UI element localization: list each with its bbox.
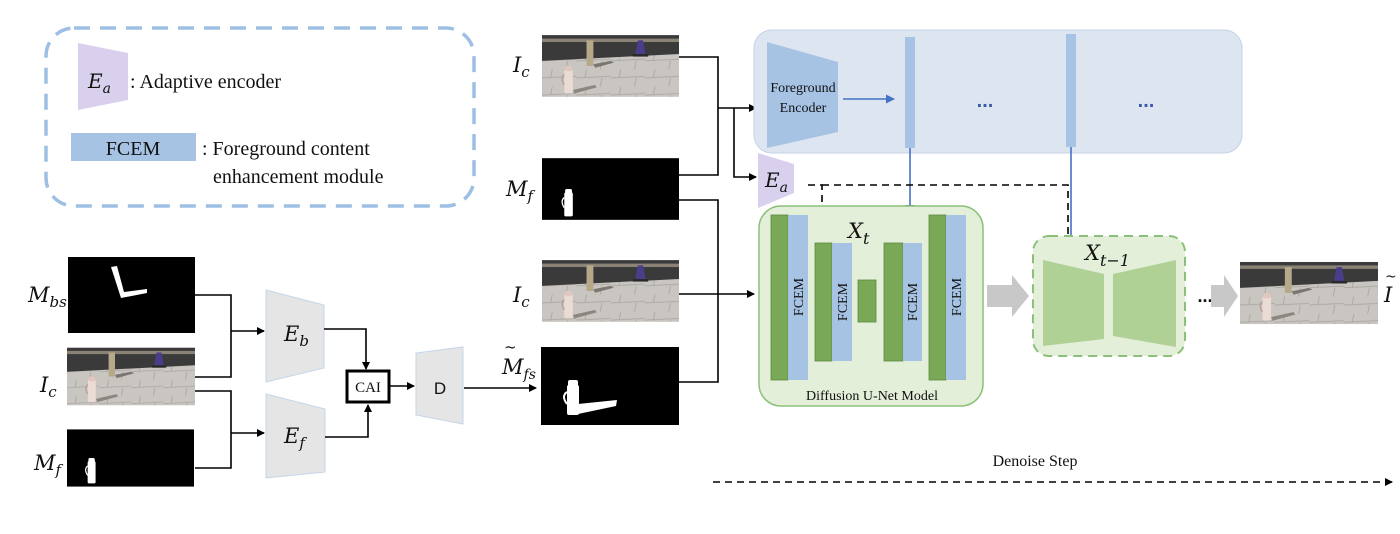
diffusion-inputs: Ic Mf Ic <box>505 35 757 425</box>
label-i-c-top: Ic <box>512 53 530 81</box>
composite-image-left <box>67 348 195 406</box>
svg-text:I: I <box>1383 283 1393 307</box>
foreground-encoder-block <box>767 42 838 148</box>
foreground-encoder-panel: Foreground Encoder ... ... <box>753 29 1243 259</box>
shadow-mask-generation-branch: Mbs Ic Mf Eb Ef CAI D ~ <box>27 257 537 487</box>
unet-conv-2 <box>814 242 833 362</box>
dashed-arrow-to-next-step <box>822 184 1072 263</box>
decoder-d <box>415 346 464 425</box>
cai-label: CAI <box>355 380 381 396</box>
background-shadow-mask-image <box>68 257 195 333</box>
feature-bar-1 <box>905 37 915 148</box>
label-m-fs-tilde: ~ Mfs <box>501 338 536 383</box>
unet-conv-1 <box>770 214 789 381</box>
next-step-decoder <box>1113 260 1176 347</box>
legend-encoder-sub: a <box>103 81 111 97</box>
foreground-encoder-label-2: Encoder <box>780 101 827 116</box>
output-ellipsis: ... <box>1197 286 1212 306</box>
svg-text:~: ~ <box>504 338 517 356</box>
legend-encoder-symbol: E <box>87 69 103 93</box>
gray-arrow-to-next-step <box>987 275 1029 317</box>
label-i-c-left: Ic <box>39 373 57 401</box>
legend: Ea : Adaptive encoder FCEM : Foreground … <box>44 26 476 208</box>
fcem-block-4 <box>946 215 966 380</box>
legend-fcem-desc-line2: enhancement module <box>213 166 384 188</box>
legend-fcem-desc-line1: : Foreground content <box>202 138 370 160</box>
denoise-step-label: Denoise Step <box>993 453 1078 470</box>
connector-mf-mfs <box>679 199 719 383</box>
svg-text:Ea: Ea <box>87 69 111 97</box>
unet-conv-4 <box>928 214 947 381</box>
label-x-t: Xt <box>846 219 870 248</box>
adaptive-encoder-legend-icon <box>78 43 128 110</box>
unet-conv-3 <box>883 242 904 362</box>
label-output-i-tilde: ~ I <box>1383 269 1397 307</box>
fcem-block-3 <box>903 243 922 361</box>
adaptive-encoder: Ea <box>758 153 1072 263</box>
diffusion-unet: FCEM FCEM FCEM FCEM Xt Diffusion U-Net M… <box>758 205 984 407</box>
fcem-label-3: FCEM <box>906 282 921 321</box>
label-m-f-middle: Mf <box>505 177 536 205</box>
composite-image-bottom <box>542 260 679 322</box>
label-e-b: Eb <box>283 322 309 350</box>
legend-encoder-desc: : Adaptive encoder <box>130 71 281 93</box>
foreground-mask-image-middle <box>542 158 679 220</box>
unet-title: Diffusion U-Net Model <box>806 389 938 404</box>
ellipsis-2: ... <box>1138 90 1155 112</box>
ellipsis-1: ... <box>977 90 994 112</box>
adaptive-encoder-block <box>758 153 794 208</box>
connector-ic-mf <box>195 390 232 469</box>
foreground-encoder-ef <box>265 393 326 479</box>
predicted-shadow-mask-image <box>541 347 679 425</box>
gray-arrow-to-output <box>1211 275 1238 317</box>
decoder-label: D <box>434 379 446 398</box>
fcem-label-2: FCEM <box>836 282 851 321</box>
legend-border <box>44 26 476 208</box>
fcem-label-4: FCEM <box>950 277 965 316</box>
label-i-c-bottom: Ic <box>512 283 530 311</box>
next-denoise-step: Xt−1 <box>1032 235 1186 357</box>
connector-ic-mf-top <box>679 56 719 176</box>
label-x-t-minus-1: Xt−1 <box>1083 241 1130 270</box>
fcem-block-2 <box>832 243 852 361</box>
legend-fcem-label: FCEM <box>106 138 161 160</box>
background-encoder-eb <box>265 289 325 383</box>
foreground-mask-image-left <box>67 429 194 486</box>
foreground-encoder-label-1: Foreground <box>770 81 835 96</box>
fcem-legend-icon <box>71 133 196 161</box>
label-e-a: Ea <box>764 168 788 196</box>
arrow-eb-to-cai <box>324 328 370 370</box>
svg-text:Mfs: Mfs <box>501 355 536 383</box>
next-step-encoder <box>1043 260 1104 346</box>
svg-text:~: ~ <box>1385 269 1397 285</box>
label-m-f-left: Mf <box>33 451 64 479</box>
fcem-block-1 <box>788 215 808 380</box>
unet-bottleneck <box>857 279 877 323</box>
connector-mbs-ic <box>195 294 232 378</box>
label-m-bs: Mbs <box>27 283 67 311</box>
output-image <box>1240 262 1378 324</box>
composite-image-top <box>542 35 679 97</box>
label-e-f: Ef <box>283 424 307 452</box>
fcem-label-1: FCEM <box>792 277 807 316</box>
arrow-to-adaptive-encoder <box>733 108 757 181</box>
foreground-panel-bg <box>753 29 1243 154</box>
arrow-ef-to-cai <box>325 404 372 438</box>
feature-bar-2 <box>1066 34 1076 147</box>
